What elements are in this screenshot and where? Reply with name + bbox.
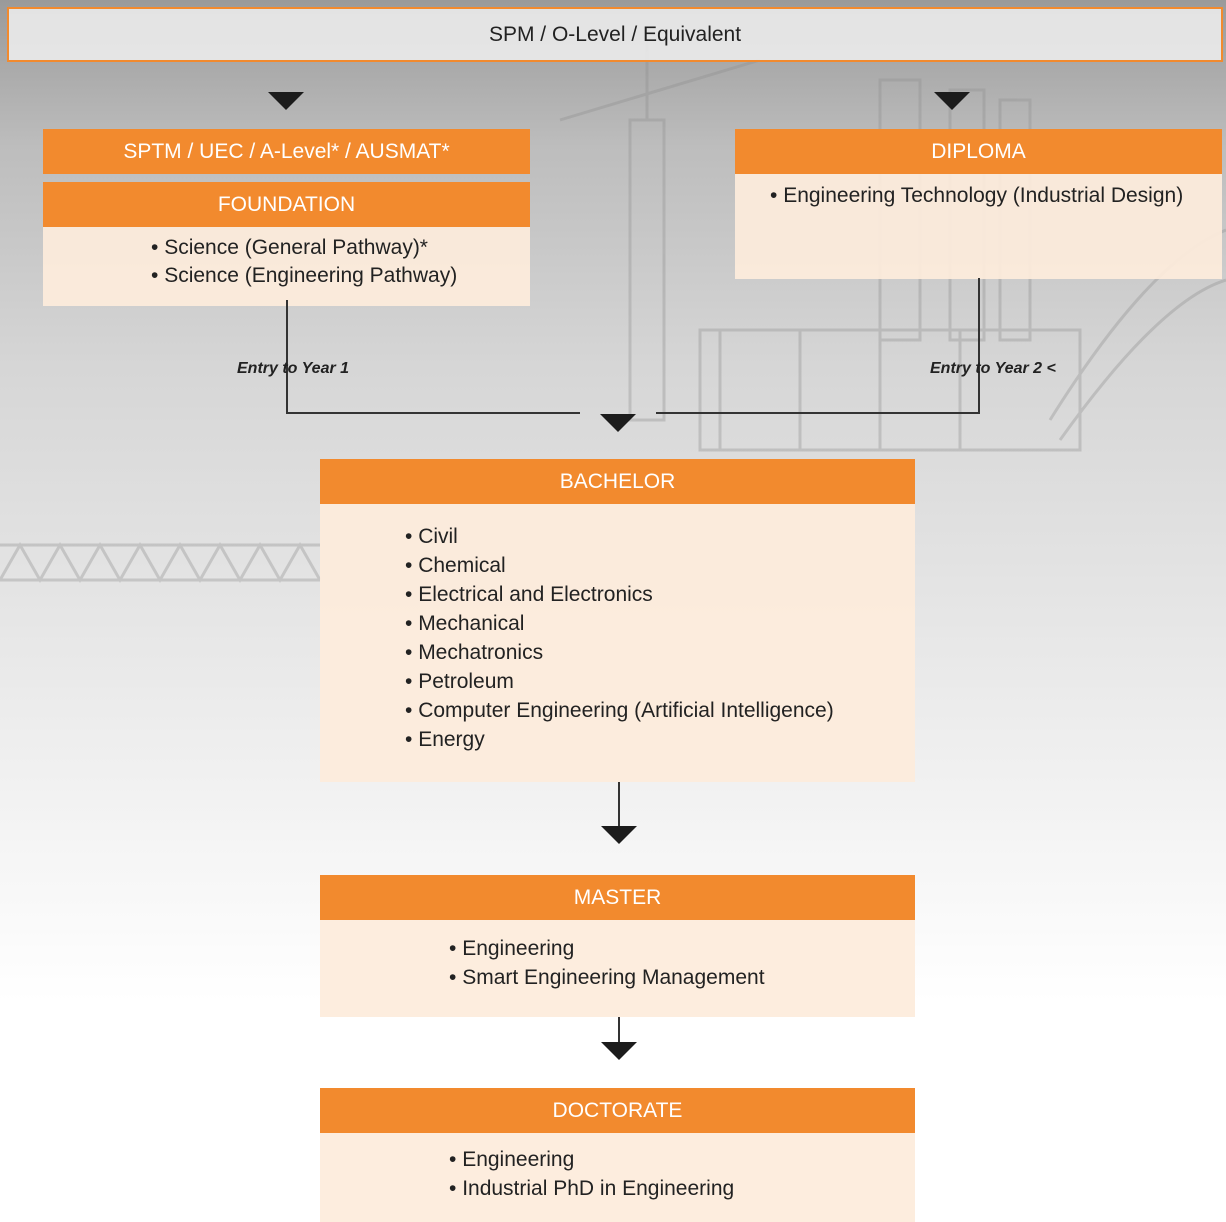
list-item: Computer Engineering (Artificial Intelli… (405, 696, 915, 725)
list-item: Science (General Pathway)* (151, 234, 530, 262)
list-item: Engineering Technology (Industrial Desig… (770, 178, 1222, 214)
pre-university-header: SPTM / UEC / A-Level* / AUSMAT* (43, 129, 530, 174)
foundation-panel: Science (General Pathway)* Science (Engi… (43, 227, 530, 306)
down-arrow-icon (601, 826, 637, 844)
bachelor-box: BACHELOR Civil Chemical Electrical and E… (320, 459, 915, 782)
diploma-header: DIPLOMA (735, 129, 1222, 174)
doctorate-panel: Engineering Industrial PhD in Engineerin… (320, 1133, 915, 1222)
entry-year-2-label: Entry to Year 2 < (930, 360, 1056, 377)
down-arrow-icon (268, 92, 304, 110)
master-panel: Engineering Smart Engineering Management (320, 920, 915, 1017)
bachelor-header: BACHELOR (320, 459, 915, 504)
pre-university-box: SPTM / UEC / A-Level* / AUSMAT* (43, 129, 530, 174)
list-item: Energy (405, 725, 915, 754)
list-item: Chemical (405, 551, 915, 580)
entry-level-banner: SPM / O-Level / Equivalent (7, 7, 1223, 62)
diploma-panel: Engineering Technology (Industrial Desig… (735, 174, 1222, 279)
list-item: Electrical and Electronics (405, 580, 915, 609)
connector-line (286, 412, 580, 414)
master-box: MASTER Engineering Smart Engineering Man… (320, 875, 915, 1017)
connector-line (978, 278, 980, 414)
list-item: Science (Engineering Pathway) (151, 262, 530, 290)
list-item: Mechanical (405, 609, 915, 638)
connector-line (656, 412, 980, 414)
list-item: Engineering (449, 934, 915, 963)
connector-line (286, 300, 288, 414)
foundation-header: FOUNDATION (43, 182, 530, 227)
list-item: Engineering (449, 1145, 915, 1174)
list-item: Smart Engineering Management (449, 963, 915, 992)
diploma-box: DIPLOMA Engineering Technology (Industri… (735, 129, 1222, 279)
entry-year-1-label: Entry to Year 1 (237, 360, 350, 377)
connector-line (618, 782, 620, 826)
bachelor-panel: Civil Chemical Electrical and Electronic… (320, 504, 915, 782)
foundation-box: FOUNDATION Science (General Pathway)* Sc… (43, 182, 530, 306)
list-item: Industrial PhD in Engineering (449, 1174, 915, 1203)
down-arrow-icon (934, 92, 970, 110)
list-item: Petroleum (405, 667, 915, 696)
doctorate-box: DOCTORATE Engineering Industrial PhD in … (320, 1088, 915, 1222)
list-item: Mechatronics (405, 638, 915, 667)
master-header: MASTER (320, 875, 915, 920)
connector-line (618, 1017, 620, 1042)
down-arrow-icon (601, 1042, 637, 1060)
down-arrow-icon (600, 414, 636, 432)
doctorate-header: DOCTORATE (320, 1088, 915, 1133)
list-item: Civil (405, 522, 915, 551)
